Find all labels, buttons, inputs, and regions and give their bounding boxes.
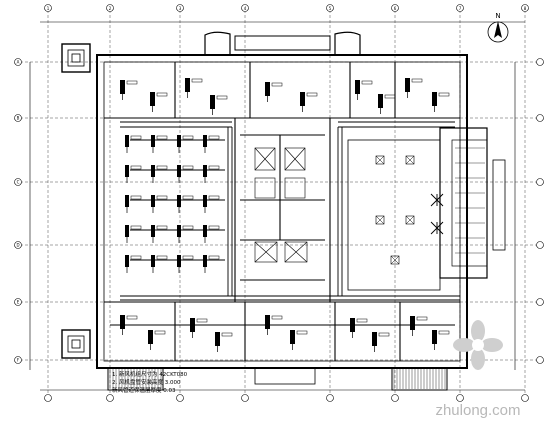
axis-bubble-col: 4 (241, 4, 249, 402)
north-arrow-label: N (495, 12, 500, 20)
fan-coil-unit (177, 135, 194, 153)
fan-coil-unit (151, 225, 168, 243)
fan-coil-unit (203, 165, 220, 183)
interior-walls (104, 62, 460, 361)
fan-coil-unit (432, 92, 450, 112)
fan-coil-unit (372, 332, 390, 352)
fan-coil-unit (215, 332, 233, 352)
axis-label: 1 (47, 6, 50, 11)
axis-label: 6 (394, 6, 397, 11)
axis-label: 2 (109, 6, 112, 11)
note-2: 2. 风机盘管安装高度 3.000 (112, 378, 181, 386)
axis-label: 8 (524, 6, 527, 11)
fan-coil-unit (150, 92, 168, 112)
axis-bubble-row: E (14, 298, 544, 306)
axis-bubble-col: 7 (456, 4, 464, 402)
fan-coil-unit (148, 330, 166, 350)
fan-coil-unit (190, 318, 208, 338)
fan-coil-unit (203, 195, 220, 213)
fan-coil-unit (185, 78, 203, 98)
fan-coil-unit (432, 330, 450, 350)
main-ductwork (110, 121, 460, 326)
fan-coil-unit (210, 95, 228, 115)
fan-coil-unit (125, 165, 142, 183)
stair-hatching (109, 147, 485, 389)
fan-coil-unit (300, 92, 318, 112)
corner-ornament-top-left (61, 43, 91, 73)
axis-label: F (17, 358, 20, 363)
fan-coil-unit (177, 195, 194, 213)
watermark-text: zhulong.com (435, 402, 520, 419)
stair-elevator-core (254, 147, 308, 263)
fan-coil-unit (405, 78, 423, 98)
axis-label: 7 (459, 6, 462, 11)
fan-coil-units (120, 78, 450, 352)
grid-axis-bubbles: 1 2 3 4 5 6 7 8A B C D E F (14, 4, 544, 402)
axis-label: C (17, 180, 20, 185)
fan-coil-unit (125, 195, 142, 213)
axis-bubble-row: F (14, 356, 544, 364)
fan-coil-unit (350, 318, 368, 338)
axis-bubble-col: 3 (176, 4, 184, 402)
fan-coil-unit (151, 165, 168, 183)
fan-coil-unit (410, 316, 428, 336)
north-arrow: N (487, 12, 509, 43)
fan-coil-unit (125, 225, 142, 243)
axis-bubble-row: A (14, 58, 544, 66)
note-1: 1. 新风机组尺寸为 42CKT080 (112, 370, 188, 378)
fan-coil-unit (203, 135, 220, 153)
axis-label: 4 (244, 6, 247, 11)
fan-coil-unit (125, 135, 142, 153)
fan-coil-unit (355, 80, 373, 100)
fan-coil-unit (151, 255, 168, 273)
axis-label: B (17, 116, 20, 121)
axis-bubble-col: 1 (44, 4, 52, 402)
hall-diffusers (375, 155, 415, 265)
fan-coil-unit (203, 255, 220, 273)
fan-coil-unit (151, 135, 168, 153)
axis-bubble-row: C (14, 178, 544, 186)
fan-coil-unit (125, 255, 142, 273)
watermark: zhulong.com (435, 320, 521, 419)
fan-coil-unit (265, 315, 283, 335)
axis-bubble-col: 8 (521, 4, 529, 402)
axis-bubble-row: B (14, 114, 544, 122)
axis-label: 3 (179, 6, 182, 11)
axis-bubble-col: 6 (391, 4, 399, 402)
axis-label: A (17, 60, 20, 65)
fan-coil-unit (378, 94, 396, 114)
axis-bubble-col: 2 (106, 4, 114, 402)
axis-bubble-col: 5 (326, 4, 334, 402)
fan-coil-unit (265, 82, 283, 102)
fan-coil-unit (177, 225, 194, 243)
porch-valves (430, 193, 444, 235)
axis-bubble-row: D (14, 241, 544, 249)
fan-coil-unit (120, 315, 138, 335)
general-notes: 1. 新风机组尺寸为 42CKT080 2. 风机盘管安装高度 3.000 新风… (112, 370, 188, 394)
fan-coil-unit (290, 330, 308, 350)
fan-coil-unit (177, 255, 194, 273)
axis-label: 5 (329, 6, 332, 11)
building-perimeter (96, 31, 506, 391)
axis-label: D (16, 243, 19, 248)
note-3: 新风管道保温层厚度 0.03 (112, 386, 176, 394)
fan-coil-unit (151, 195, 168, 213)
fan-coil-unit (203, 225, 220, 243)
corner-ornament-bottom-left (61, 329, 91, 359)
fan-coil-unit (120, 80, 138, 100)
fan-coil-unit (177, 165, 194, 183)
axis-label: E (17, 300, 20, 305)
